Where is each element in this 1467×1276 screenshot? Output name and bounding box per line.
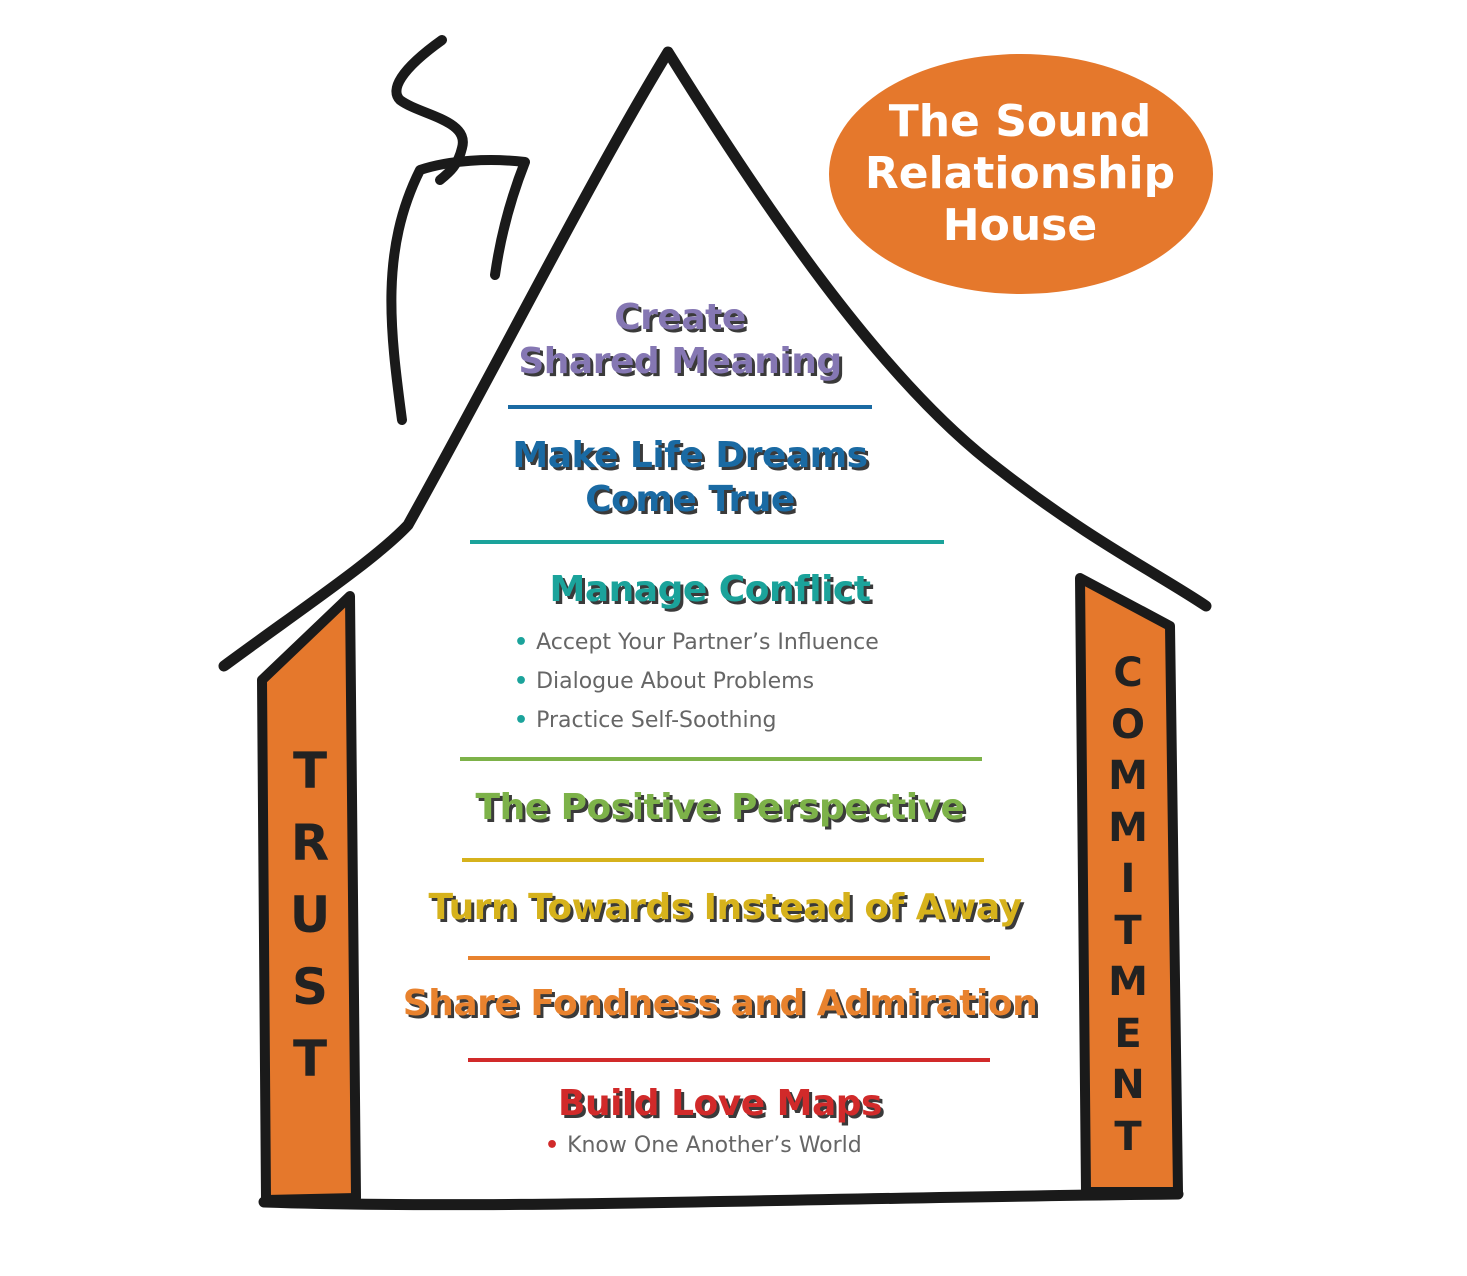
commitment-label: C O M M I T M E N T xyxy=(1088,648,1168,1163)
pillar-letter: E xyxy=(1114,1010,1142,1057)
level-positive-perspective: The Positive Perspective xyxy=(440,786,1000,830)
level-title-line: Manage Conflict xyxy=(549,569,871,610)
divider-red xyxy=(468,1058,990,1062)
level-title-line: Share Fondness and Admiration xyxy=(402,983,1038,1024)
roof-outline xyxy=(218,46,1212,672)
trust-pillar xyxy=(257,591,361,1205)
list-item: •Accept Your Partner’s Influence xyxy=(514,630,879,655)
title-line-2: Relationship xyxy=(864,148,1176,199)
pillar-letter: T xyxy=(1114,1113,1142,1160)
list-item: •Dialogue About Problems xyxy=(514,669,815,694)
diagram-title: The Sound Relationship House xyxy=(840,96,1200,252)
level-turn-towards: Turn Towards Instead of Away xyxy=(390,886,1060,930)
title-badge xyxy=(829,54,1213,294)
pillar-letter: T xyxy=(1114,907,1142,954)
pillar-letter: M xyxy=(1108,959,1148,1005)
divider-orange xyxy=(468,956,990,960)
love-maps-bullets: •Know One Another’s World xyxy=(545,1126,862,1165)
list-item: •Know One Another’s World xyxy=(545,1133,862,1158)
divider-green xyxy=(460,757,982,761)
pillar-letter: N xyxy=(1111,1062,1145,1108)
level-title-line: Create xyxy=(614,297,746,338)
floor-line xyxy=(258,1188,1184,1211)
list-item: •Practice Self-Soothing xyxy=(514,708,777,733)
level-title-line: The Positive Perspective xyxy=(475,787,965,828)
level-title-line: Build Love Maps xyxy=(558,1083,882,1124)
level-manage-conflict: Manage Conflict xyxy=(480,568,940,612)
level-title-line: Shared Meaning xyxy=(518,341,842,382)
level-life-dreams: Make Life Dreams Come True xyxy=(460,434,920,522)
pillar-letter: T xyxy=(292,1030,328,1088)
level-title-line: Make Life Dreams xyxy=(512,435,868,476)
level-shared-meaning: Create Shared Meaning xyxy=(480,296,880,384)
level-love-maps: Build Love Maps xyxy=(470,1082,970,1126)
level-title-line: Come True xyxy=(585,479,795,520)
smoke-icon xyxy=(391,35,468,185)
chimney-icon xyxy=(386,155,530,425)
pillar-letter: O xyxy=(1110,701,1145,748)
manage-conflict-bullets: •Accept Your Partner’s Influence •Dialog… xyxy=(514,623,879,740)
divider-teal xyxy=(470,540,944,544)
pillar-letter: R xyxy=(290,814,330,872)
title-line-3: House xyxy=(942,200,1098,251)
pillar-letter: M xyxy=(1108,753,1148,799)
pillar-letter: I xyxy=(1120,856,1136,902)
pillar-letter: M xyxy=(1108,804,1148,851)
trust-label: T R U S T xyxy=(270,735,350,1095)
level-title-line: Turn Towards Instead of Away xyxy=(428,887,1022,928)
title-line-1: The Sound xyxy=(888,96,1152,147)
level-fondness-admiration: Share Fondness and Admiration xyxy=(380,982,1060,1026)
pillar-letter: S xyxy=(291,958,328,1016)
divider-blue xyxy=(508,405,872,409)
divider-yellow xyxy=(462,858,984,862)
pillar-letter: C xyxy=(1113,650,1143,696)
pillar-letter: U xyxy=(289,886,331,944)
pillar-letter: T xyxy=(292,742,328,800)
